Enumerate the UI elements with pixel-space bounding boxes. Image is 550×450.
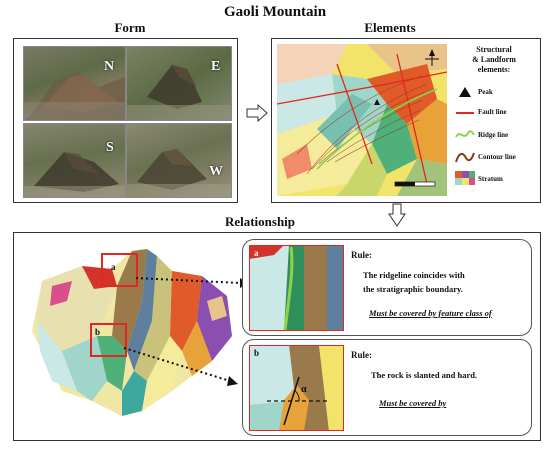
legend-label-peak: Peak: [478, 88, 493, 96]
mountain-east-image: [127, 65, 231, 120]
rule-card-a: a Rule: The ridgeline coincides with the…: [242, 239, 532, 336]
legend-title-line1: Structural: [476, 45, 512, 54]
section-title-relationship: Relationship: [224, 214, 296, 229]
legend: Structural & Landform elements: Peak Fau…: [452, 45, 536, 195]
rule-b-heading: Rule:: [351, 350, 372, 360]
stratum-icon: [455, 171, 475, 185]
highlight-box-a[interactable]: a: [101, 253, 138, 287]
stratum-3d-model: [32, 249, 232, 416]
section-title-form: Form: [114, 20, 146, 35]
down-arrow-icon: [388, 203, 406, 227]
photo-north: N: [23, 46, 126, 121]
rule-a-tag: a: [254, 248, 259, 258]
legend-label-ridge-line: Ridge line: [478, 131, 509, 139]
form-panel: N E S W: [13, 38, 238, 203]
tag-b: b: [95, 327, 101, 337]
geological-map: [277, 44, 447, 196]
photo-east: E: [126, 46, 232, 121]
legend-label-contour-line: Contour line: [478, 153, 516, 161]
ridge-line-icon: [455, 130, 475, 138]
photo-south: S: [23, 123, 126, 198]
rule-a-line2: the stratigraphic boundary.: [363, 284, 463, 294]
relationship-panel: a b a Rule: The ridgeline coincides with…: [13, 232, 541, 441]
section-title-elements: Elements: [364, 20, 416, 35]
photo-label-e: E: [211, 59, 221, 74]
rule-a-constraint: Must be covered by feature class of: [369, 308, 492, 318]
tag-a: a: [111, 262, 116, 272]
rule-b-zoom-image: [249, 345, 344, 431]
legend-label-stratum: Stratum: [478, 175, 503, 183]
contour-line-icon: [455, 152, 475, 163]
photo-west: W: [126, 123, 232, 198]
rule-b-line1: The rock is slanted and hard.: [371, 370, 478, 380]
page-title: Gaoli Mountain: [223, 4, 327, 20]
legend-label-fault-line: Fault line: [478, 108, 507, 116]
rule-b-angle-label: α: [301, 384, 307, 395]
photo-label-s: S: [106, 140, 114, 155]
right-arrow-icon: [246, 104, 268, 122]
legend-title-line3: elements:: [477, 65, 511, 74]
rule-card-b: b α Rule: The rock is slanted and hard. …: [242, 339, 532, 436]
mountain-north-image: [24, 72, 125, 120]
rule-a-heading: Rule:: [351, 250, 372, 260]
mountain-south-image: [24, 152, 125, 197]
mountain-west-image: [127, 149, 231, 197]
rule-a-zoom-image: [249, 245, 344, 331]
rule-b-tag: b: [254, 348, 260, 358]
fault-line-icon: [456, 112, 474, 114]
elements-panel: Structural & Landform elements: Peak Fau…: [271, 38, 541, 203]
rule-b-constraint: Must be covered by: [379, 398, 447, 408]
photo-label-n: N: [104, 59, 115, 74]
highlight-box-b[interactable]: b: [90, 323, 127, 357]
photo-label-w: W: [209, 164, 223, 179]
peak-icon: [459, 87, 471, 97]
rule-a-line1: The ridgeline coincides with: [363, 270, 465, 280]
legend-title-line2: & Landform: [472, 55, 516, 64]
